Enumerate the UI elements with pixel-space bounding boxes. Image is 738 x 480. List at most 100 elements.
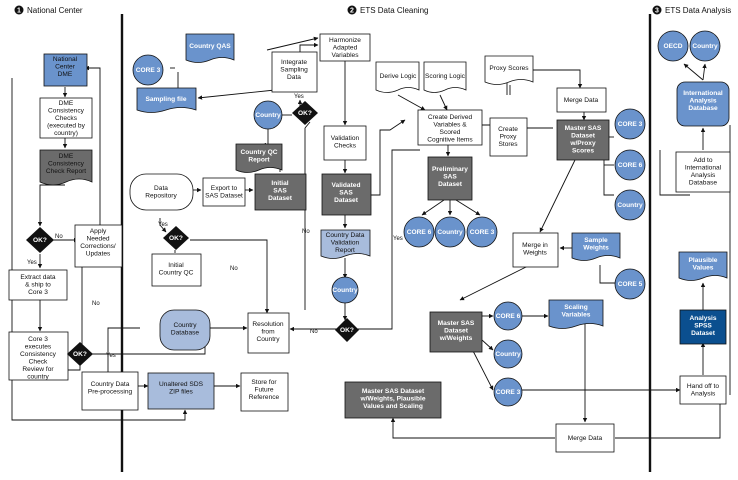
country-weights-circle: Country (493, 339, 523, 369)
svg-text:Country: Country (437, 229, 463, 236)
svg-text:No: No (302, 229, 310, 235)
svg-text:3: 3 (655, 8, 659, 15)
country-circle-validation: Country (331, 276, 359, 304)
ok-decision-integrate: OK? (292, 101, 318, 125)
core6-prelim-circle: CORE 6 (403, 216, 435, 248)
svg-text:CORE 6: CORE 6 (407, 229, 432, 236)
svg-text:Country: Country (332, 287, 358, 294)
svg-text:Country QAS: Country QAS (189, 43, 231, 50)
svg-text:Proxy Scores: Proxy Scores (489, 65, 529, 72)
svg-text:Scoring Logic: Scoring Logic (425, 73, 466, 80)
svg-text:Merge Data: Merge Data (564, 97, 599, 104)
country-qas-node: Country QAS (185, 33, 235, 63)
svg-text:No: No (310, 329, 318, 335)
svg-text:OK?: OK? (169, 235, 183, 242)
core3-sampling-circle: CORE 3 (132, 54, 164, 86)
svg-text:Country: Country (692, 43, 718, 50)
svg-text:Merge Data: Merge Data (568, 435, 603, 442)
svg-text:Country: Country (255, 112, 281, 119)
svg-text:CORE 3: CORE 3 (136, 67, 161, 74)
svg-text:OK?: OK? (298, 110, 312, 117)
country-analysis-circle: Country (689, 30, 721, 62)
svg-text:Yes: Yes (106, 353, 116, 359)
scoring-logic-node: Scoring Logic (423, 61, 467, 93)
section-header-national-center: 1 National Center (14, 5, 83, 15)
svg-text:Country: Country (495, 351, 521, 358)
svg-text:OK?: OK? (340, 327, 354, 334)
svg-text:Yes: Yes (294, 94, 304, 100)
proxy-scores-node: Proxy Scores (484, 55, 534, 85)
edge-labels: No Yes No Yes Yes No Yes No Yes No (27, 94, 403, 359)
svg-text:CORE 6: CORE 6 (496, 313, 521, 320)
svg-text:Yes: Yes (158, 222, 168, 228)
core6-proxy-circle: CORE 6 (614, 149, 646, 181)
svg-text:No: No (230, 266, 238, 272)
core3-prelim-circle: CORE 3 (466, 216, 498, 248)
country-prelim-circle: Country (434, 216, 466, 248)
svg-text:No: No (55, 234, 63, 240)
svg-text:2: 2 (350, 8, 354, 15)
country-circle-top: Country (253, 100, 283, 130)
svg-text:CORE 6: CORE 6 (618, 162, 643, 169)
svg-text:ETS Data Analysis: ETS Data Analysis (665, 6, 731, 15)
ok-decision-core3: OK? (67, 342, 93, 366)
svg-text:ETS Data Cleaning: ETS Data Cleaning (360, 6, 428, 15)
svg-text:CORE 3: CORE 3 (470, 229, 495, 236)
svg-text:CORE 3: CORE 3 (496, 389, 521, 396)
ok-decision-validation: OK? (335, 318, 359, 342)
svg-text:OK?: OK? (73, 351, 87, 358)
core5-circle: CORE 5 (614, 268, 646, 300)
svg-text:1: 1 (17, 8, 21, 15)
section-header-ets-data-analysis: 3 ETS Data Analysis (652, 5, 731, 15)
